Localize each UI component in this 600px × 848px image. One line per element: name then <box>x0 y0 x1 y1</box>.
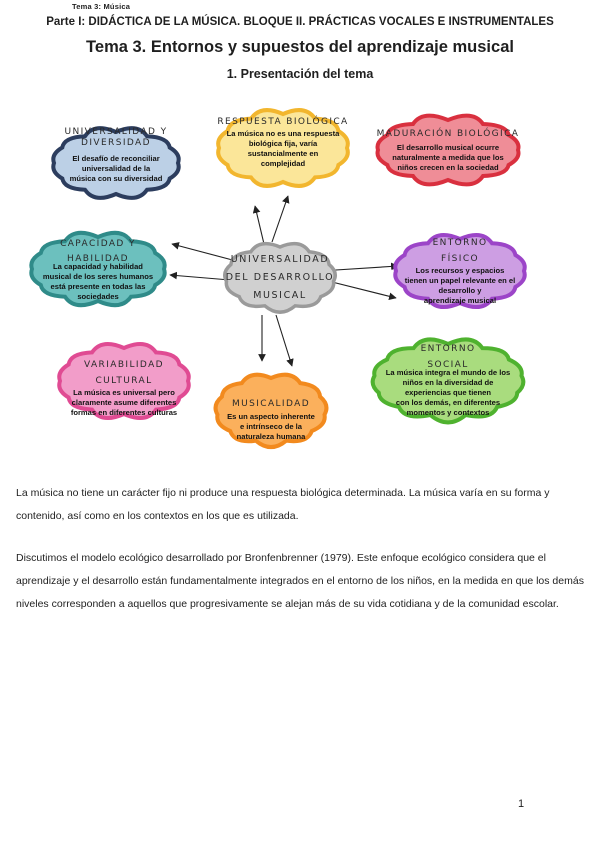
cloud-description: niños crecen en la sociedad <box>397 163 499 172</box>
running-head: Tema 3: Música <box>72 2 131 11</box>
paragraph-1: La música no tiene un carácter fijo ni p… <box>16 487 550 522</box>
cloud-universalidad-desarrollo-musical: UNIVERSALIDAD DEL DESARROLLO MUSICAL <box>223 241 337 314</box>
cloud-description: musical de los seres humanos <box>43 272 153 281</box>
cloud-title: FÍSICO <box>441 252 479 264</box>
connector-arrow <box>169 271 231 281</box>
paragraph-2: Discutimos el modelo ecológico desarroll… <box>16 552 584 610</box>
cloud-title: SOCIAL <box>427 360 468 370</box>
cloud-description: La música no es una respuesta <box>227 129 340 138</box>
cloud-title: ENTORNO <box>421 344 476 354</box>
cloud-description: formas en diferentes culturas <box>71 408 177 417</box>
cloud-variabilidad-cultural: VARIABILIDAD CULTURAL La música es univers… <box>57 342 191 420</box>
cloud-description: universalidad de la <box>82 164 151 173</box>
cloud-description: naturalmente a medida que los <box>392 153 503 162</box>
cloud-description: biológica fija, varía <box>249 139 318 148</box>
page-number: 1 <box>518 798 525 810</box>
cloud-description: La capacidad y habilidad <box>53 262 143 271</box>
cloud-description: Es un aspecto inherente <box>227 412 315 421</box>
cloud-respuesta-biologica: RESPUESTA BIOLÓGICA La música no es una r… <box>216 108 350 188</box>
cloud-description: desarrollo y <box>438 286 482 295</box>
cloud-description: complejidad <box>261 159 306 168</box>
cloud-description: aprendizaje musical <box>424 296 496 305</box>
section-title: 1. Presentación del tema <box>226 67 374 81</box>
cloud-description: momentos y contextos <box>407 408 490 417</box>
cloud-title: RESPUESTA BIOLÓGICA <box>217 115 348 127</box>
cloud-title: CAPACIDAD Y <box>60 239 136 249</box>
cloud-description: experiencias que tienen <box>405 388 491 397</box>
cloud-description: e intrínseco de la <box>240 422 303 431</box>
topic-title: Tema 3. Entornos y supuestos del aprendi… <box>86 38 514 56</box>
cloud-maduracion-biologica: MADURACIÓN BIOLÓGICA El desarrollo musica… <box>375 113 521 187</box>
cloud-description: música con su diversidad <box>70 174 163 183</box>
connector-arrow <box>271 195 290 243</box>
cloud-description: sustancialmente en <box>248 149 319 158</box>
cloud-description: tienen un papel relevante en el <box>405 276 516 285</box>
cloud-description: naturaleza humana <box>237 432 307 441</box>
connector-arrow <box>252 205 265 245</box>
connector-arrow <box>171 242 241 263</box>
connector-arrow <box>275 314 294 367</box>
cloud-description: El desafío de reconciliar <box>72 154 159 163</box>
cloud-description: El desarrollo musical ocurre <box>397 143 499 152</box>
cloud-title: MADURACIÓN BIOLÓGICA <box>377 127 520 139</box>
cloud-description: La música integra el mundo de los <box>386 368 510 377</box>
cloud-title: CULTURAL <box>96 376 153 386</box>
part-heading: Parte I: DIDÁCTICA DE LA MÚSICA. BLOQUE … <box>46 16 554 28</box>
cloud-description: claramente asume diferentes <box>72 398 177 407</box>
cloud-title: VARIABILIDAD <box>84 360 164 370</box>
cloud-description: está presente en todas las <box>51 282 146 291</box>
center-title-line: UNIVERSALIDAD <box>231 254 330 265</box>
cloud-title: MUSICALIDAD <box>232 399 310 409</box>
center-title-line: MUSICAL <box>253 290 307 301</box>
connector-arrow <box>323 279 397 301</box>
cloud-description: sociedades <box>77 292 118 301</box>
cloud-description: La música es universal pero <box>73 388 175 397</box>
cloud-title: ENTORNO <box>433 238 488 248</box>
cloud-title: DIVERSIDAD <box>81 138 151 148</box>
cloud-entorno-fisico: ENTORNO FÍSICO Los recursos y espaciostien… <box>393 233 527 309</box>
cloud-description: Los recursos y espacios <box>416 266 505 275</box>
cloud-description: niños en la diversidad de <box>403 378 494 387</box>
cloud-description: con los demás, en diferentes <box>396 398 500 407</box>
center-title-line: DEL DESARROLLO <box>226 272 334 283</box>
cloud-title: HABILIDAD <box>67 254 129 264</box>
cloud-title: UNIVERSALIDAD Y <box>65 127 168 137</box>
